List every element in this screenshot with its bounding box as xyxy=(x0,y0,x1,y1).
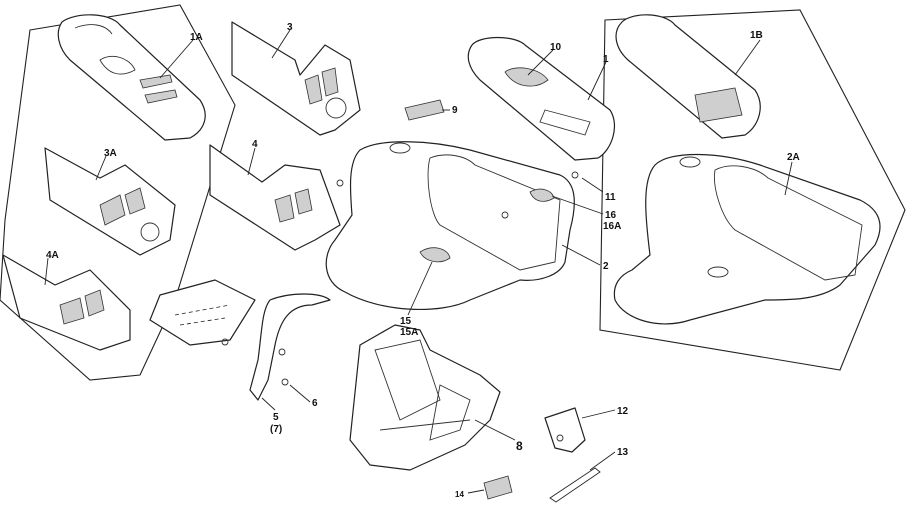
right-group-frame xyxy=(599,9,906,371)
seat-1b xyxy=(615,14,761,139)
callout-1b: 1B xyxy=(750,30,763,41)
callout-16: 16 xyxy=(605,210,617,221)
side-panel-4a xyxy=(2,254,131,351)
frame-8 xyxy=(349,324,501,471)
rear-fender-2a xyxy=(613,153,881,325)
rod-13 xyxy=(549,467,601,503)
seat-cover-1a xyxy=(57,14,206,141)
callout-4a: 4A xyxy=(46,250,59,261)
callout-8: 8 xyxy=(516,439,523,453)
callout-3: 3 xyxy=(287,22,293,33)
callout-1: 1 xyxy=(603,54,609,65)
callout-1a: 1A xyxy=(190,32,203,43)
side-panel-3a xyxy=(44,147,176,256)
callout-16a: 16A xyxy=(603,221,621,232)
bracket-12 xyxy=(544,407,586,453)
side-panel-4 xyxy=(209,144,341,251)
fasteners xyxy=(221,171,579,386)
side-panel-3 xyxy=(231,21,361,136)
leader-lines xyxy=(44,29,793,494)
callout-14: 14 xyxy=(455,490,464,499)
callout-3a: 3A xyxy=(104,148,117,159)
footrest-panel xyxy=(149,279,256,346)
mudguard-5 xyxy=(249,293,331,401)
callout-15: 15 xyxy=(400,316,412,327)
sticker-9 xyxy=(404,99,445,121)
callout-2a: 2A xyxy=(787,152,800,163)
callout-15a: 15A xyxy=(400,327,418,338)
seat-1 xyxy=(467,36,615,161)
callout-6: 6 xyxy=(312,398,318,409)
callout-5: 5 xyxy=(273,412,279,423)
rear-fender-2 xyxy=(325,141,575,311)
callout-7: (7) xyxy=(270,424,282,435)
callout-2: 2 xyxy=(603,261,609,272)
left-group-frame xyxy=(0,4,236,381)
callout-11: 11 xyxy=(605,192,616,203)
callout-10: 10 xyxy=(550,42,562,53)
callout-9: 9 xyxy=(452,105,458,116)
callout-4: 4 xyxy=(252,139,258,150)
callout-12: 12 xyxy=(617,406,629,417)
decal-14 xyxy=(483,475,513,500)
callout-13: 13 xyxy=(617,447,629,458)
